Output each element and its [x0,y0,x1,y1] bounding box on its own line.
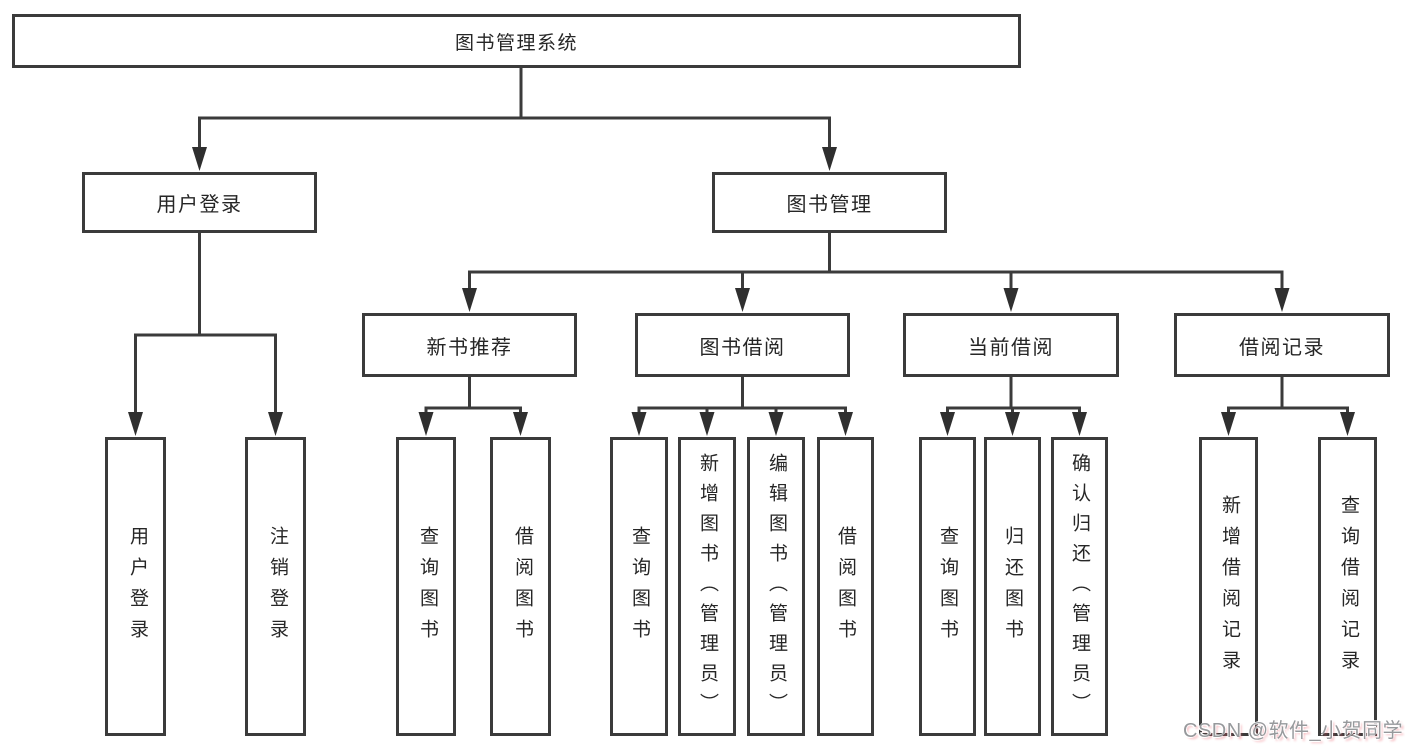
leaf-borrow-books: 借阅图书 [817,437,874,736]
node-user-login-branch: 用户登录 [82,172,317,233]
node-new-book-recommend: 新书推荐 [362,313,577,377]
leaf-add-borrow-record: 新增借阅记录 [1199,437,1258,736]
leaf-add-books-admin: 新增图书（管理员） [678,437,736,736]
leaf-return-books: 归还图书 [984,437,1041,736]
leaf-edit-books-admin: 编辑图书（管理员） [747,437,805,736]
connector-newbooks-to-leaves [424,377,522,415]
leaf-logout: 注销登录 [245,437,306,736]
connector-current-to-leaves [946,377,1081,415]
leaf-confirm-return-admin: 确认归还（管理员） [1051,437,1108,736]
node-book-management-branch: 图书管理 [712,172,947,233]
connector-records-to-leaves [1227,377,1349,415]
node-current-borrowing: 当前借阅 [903,313,1119,377]
leaf-user-login: 用户登录 [105,437,166,736]
connector-userlogin-to-leaves [134,233,277,415]
leaf-query-books-current: 查询图书 [919,437,976,736]
watermark: CSDN @软件_小贺同学 [1183,720,1404,742]
leaf-query-books-recommend: 查询图书 [396,437,456,736]
connector-borrow-to-leaves [637,377,847,415]
leaf-borrow-books-recommend: 借阅图书 [490,437,551,736]
connector-root-to-level2 [198,68,831,150]
leaf-query-books-borrowing: 查询图书 [610,437,668,736]
connector-bookmgmt-to-level3 [468,233,1284,291]
node-borrowing-records: 借阅记录 [1174,313,1390,377]
node-root-system: 图书管理系统 [12,14,1021,68]
node-book-borrowing: 图书借阅 [635,313,850,377]
leaf-query-borrow-record: 查询借阅记录 [1318,437,1377,736]
arrowheads [128,147,1355,436]
